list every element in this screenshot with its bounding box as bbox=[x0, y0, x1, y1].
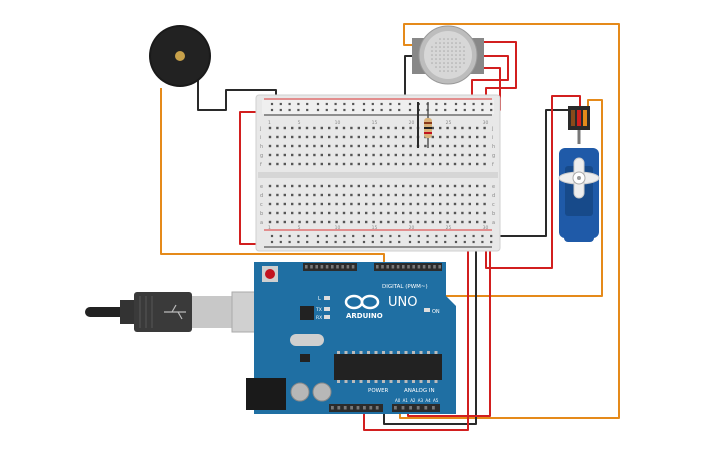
column-label: 25 bbox=[446, 120, 452, 126]
row-label: e bbox=[260, 184, 263, 190]
arduino-brand: ARDUINO bbox=[346, 312, 383, 320]
row-label: g bbox=[492, 153, 495, 159]
wire-orange-buzzer bbox=[160, 88, 385, 268]
column-label: 5 bbox=[298, 120, 301, 126]
row-label: a bbox=[492, 220, 495, 226]
column-label: 15 bbox=[372, 225, 378, 231]
row-label: b bbox=[260, 211, 263, 217]
on-label: ON bbox=[432, 309, 440, 315]
analog-label: ANALOG IN bbox=[404, 388, 435, 394]
row-label: i bbox=[492, 135, 493, 141]
power-label: POWER bbox=[368, 388, 389, 394]
row-label: b bbox=[492, 211, 495, 217]
tx-label: TX bbox=[315, 307, 322, 313]
row-label: a bbox=[260, 220, 263, 226]
analog-pin-label: A0 bbox=[395, 398, 401, 403]
micro-servo bbox=[558, 106, 600, 242]
analog-pin-label: A2 bbox=[410, 398, 416, 403]
row-label: d bbox=[492, 193, 495, 199]
row-label: j bbox=[491, 126, 493, 132]
wire-black-servo bbox=[490, 109, 572, 237]
row-label: g bbox=[260, 153, 263, 159]
rx-label: RX bbox=[316, 315, 322, 321]
piezo-buzzer bbox=[149, 25, 211, 87]
row-label: e bbox=[492, 184, 495, 190]
wire-red-sensor-2 bbox=[471, 55, 509, 102]
row-label: c bbox=[260, 202, 263, 208]
column-label: 1 bbox=[268, 225, 271, 231]
wire-red-servo bbox=[485, 95, 581, 269]
row-label: h bbox=[492, 144, 495, 150]
column-label: 20 bbox=[409, 225, 415, 231]
analog-pin-label: A4 bbox=[425, 398, 431, 403]
analog-pin-label: A5 bbox=[433, 398, 439, 403]
column-label: 10 bbox=[335, 120, 341, 126]
chip-pins bbox=[337, 351, 438, 383]
column-label: 30 bbox=[483, 120, 489, 126]
digital-label: DIGITAL (PWM~) bbox=[382, 284, 428, 290]
column-label: 10 bbox=[335, 225, 341, 231]
row-label: f bbox=[492, 162, 494, 168]
column-label: 25 bbox=[446, 225, 452, 231]
arduino-model: UNO bbox=[388, 295, 417, 310]
resistor bbox=[424, 102, 432, 148]
row-label: d bbox=[260, 193, 263, 199]
l-label: L bbox=[318, 296, 321, 302]
column-label: 1 bbox=[268, 120, 271, 126]
digital-header-pins bbox=[305, 265, 441, 269]
arduino-logo-icon bbox=[344, 294, 380, 310]
wire-orange-servo bbox=[442, 99, 603, 297]
gas-sensor bbox=[412, 25, 484, 85]
row-label: f bbox=[260, 162, 262, 168]
wire-orange-sensor bbox=[399, 23, 620, 419]
row-label: h bbox=[260, 144, 263, 150]
wire-red-5v bbox=[363, 246, 469, 431]
row-label: c bbox=[492, 202, 495, 208]
column-label: 15 bbox=[372, 120, 378, 126]
usb-symbol-icon bbox=[164, 304, 186, 320]
usb-cable bbox=[85, 291, 279, 333]
column-label: 30 bbox=[483, 225, 489, 231]
sensor-mesh bbox=[431, 38, 465, 72]
column-label: 5 bbox=[298, 225, 301, 231]
column-label: 20 bbox=[409, 120, 415, 126]
analog-pin-label: A1 bbox=[403, 398, 409, 403]
wire-black-buzzer bbox=[197, 80, 277, 111]
wire-red-rail-left bbox=[239, 111, 262, 245]
row-label: j bbox=[259, 126, 261, 132]
row-label: i bbox=[260, 135, 261, 141]
wire-red-sensor-1 bbox=[480, 41, 517, 102]
analog-pin-label: A3 bbox=[418, 398, 424, 403]
